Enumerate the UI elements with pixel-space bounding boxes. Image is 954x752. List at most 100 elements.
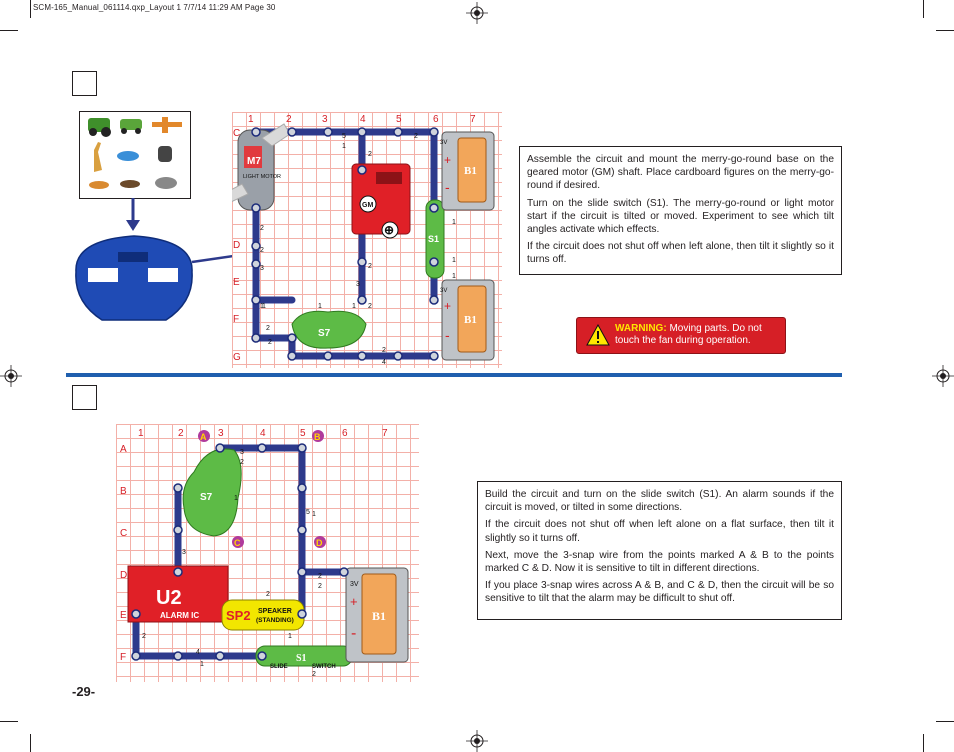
svg-text:A: A [120,444,127,455]
slug-line: SCM-165_Manual_061114.qxp_Layout 1 7/7/1… [33,3,276,12]
svg-text:-: - [351,625,356,642]
circuit-diagram-bottom: 1 2 3 4 5 6 7 A B C D E F S7 U2 [116,424,419,682]
svg-text:1: 1 [234,495,238,502]
svg-text:1: 1 [262,303,266,310]
paragraph: Build the circuit and turn on the slide … [485,489,834,514]
crop-mark-tr-v [923,0,924,18]
svg-text:3: 3 [218,428,224,439]
circuit-diagram-top: 1 2 3 4 5 6 7 C D E F G [211,112,502,368]
svg-text:S7: S7 [200,492,213,503]
registration-mark-left [0,365,22,387]
svg-text:ALARM IC: ALARM IC [160,611,199,620]
svg-text:E: E [233,277,240,288]
svg-text:3: 3 [240,449,244,456]
svg-text:1: 1 [452,273,456,280]
crop-mark-tl-v [30,0,31,18]
svg-text:B1: B1 [372,609,386,623]
registration-mark-bottom [466,730,488,752]
instructions-box-bottom: Build the circuit and turn on the slide … [477,481,842,620]
svg-text:F: F [233,314,239,325]
paragraph: Turn on the slide switch (S1). The merry… [527,197,834,236]
crop-mark-br-h [936,721,954,722]
svg-text:SWITCH: SWITCH [312,664,336,670]
warning-box: WARNING: Moving parts. Do not touch the … [576,317,786,354]
svg-text:2: 2 [368,303,372,310]
svg-text:1: 1 [318,303,322,310]
merry-go-round-base-icon [75,235,193,321]
svg-text:E: E [120,610,127,621]
svg-text:2: 2 [178,428,184,439]
svg-text:S7: S7 [318,328,331,339]
svg-text:7: 7 [470,114,476,125]
svg-text:4: 4 [382,359,386,366]
svg-text:3V: 3V [350,581,359,588]
svg-text:+: + [350,594,358,609]
svg-text:S1: S1 [428,234,439,244]
svg-text:-: - [445,327,450,343]
svg-text:1: 1 [138,428,144,439]
svg-text:LIGHT MOTOR: LIGHT MOTOR [243,174,281,180]
svg-text:1: 1 [312,511,316,518]
svg-text:M7: M7 [247,156,261,167]
svg-text:1: 1 [260,303,264,310]
svg-text:SPEAKER: SPEAKER [258,608,292,615]
figure-cards [79,111,191,199]
svg-text:5: 5 [306,509,310,516]
svg-text:D: D [120,570,127,581]
svg-text:6: 6 [433,114,439,125]
svg-text:D: D [316,538,323,548]
svg-text:2: 2 [382,347,386,354]
svg-text:1: 1 [452,257,456,264]
svg-text:3: 3 [322,114,328,125]
svg-text:S1: S1 [296,653,307,664]
animal-vehicle-figures-icon [88,117,182,189]
warning-label: WARNING: [615,323,667,334]
svg-text:1: 1 [352,303,356,310]
svg-text:5: 5 [342,133,346,140]
svg-text:2: 2 [266,325,270,332]
svg-text:SLIDE: SLIDE [270,664,288,670]
svg-text:3V: 3V [440,288,447,294]
svg-text:4: 4 [360,114,366,125]
step-number-box-bottom [72,385,97,410]
svg-text:4: 4 [196,649,200,656]
svg-text:3: 3 [356,281,360,288]
paragraph: If the circuit does not shut off when le… [527,241,834,266]
warning-triangle-icon [586,324,610,346]
svg-text:2: 2 [268,339,272,346]
svg-text:2: 2 [318,583,322,590]
crop-mark-tl-h [0,30,18,31]
svg-text:-: - [445,179,450,195]
svg-text:2: 2 [286,114,292,125]
svg-text:(STANDING): (STANDING) [256,617,294,624]
registration-mark-right [932,365,954,387]
svg-text:G: G [233,352,241,363]
svg-text:2: 2 [368,263,372,270]
paragraph: Next, move the 3-snap wire from the poin… [485,549,834,575]
instructions-box-top: Assemble the circuit and mount the merry… [519,146,842,275]
svg-text:U2: U2 [156,587,182,609]
svg-text:1: 1 [248,114,254,125]
svg-text:+: + [444,299,451,313]
svg-text:1: 1 [342,143,346,150]
step-number-box-top [72,71,97,96]
svg-text:1: 1 [452,219,456,226]
section-divider [66,373,842,377]
svg-text:2: 2 [266,591,270,598]
svg-text:2: 2 [318,573,322,580]
svg-text:GM: GM [362,202,373,209]
crop-mark-br-v [923,734,924,752]
svg-text:2: 2 [240,459,244,466]
svg-text:SP2: SP2 [226,608,251,623]
svg-text:6: 6 [342,428,348,439]
svg-text:D: D [233,240,240,251]
crop-mark-bl-v [30,734,31,752]
svg-text:2: 2 [260,225,264,232]
svg-text:5: 5 [396,114,402,125]
svg-text:4: 4 [260,428,266,439]
svg-text:B: B [314,432,321,442]
svg-text:C: C [234,538,241,548]
svg-text:⊕: ⊕ [384,223,394,237]
svg-text:C: C [233,128,240,139]
svg-text:2: 2 [260,247,264,254]
